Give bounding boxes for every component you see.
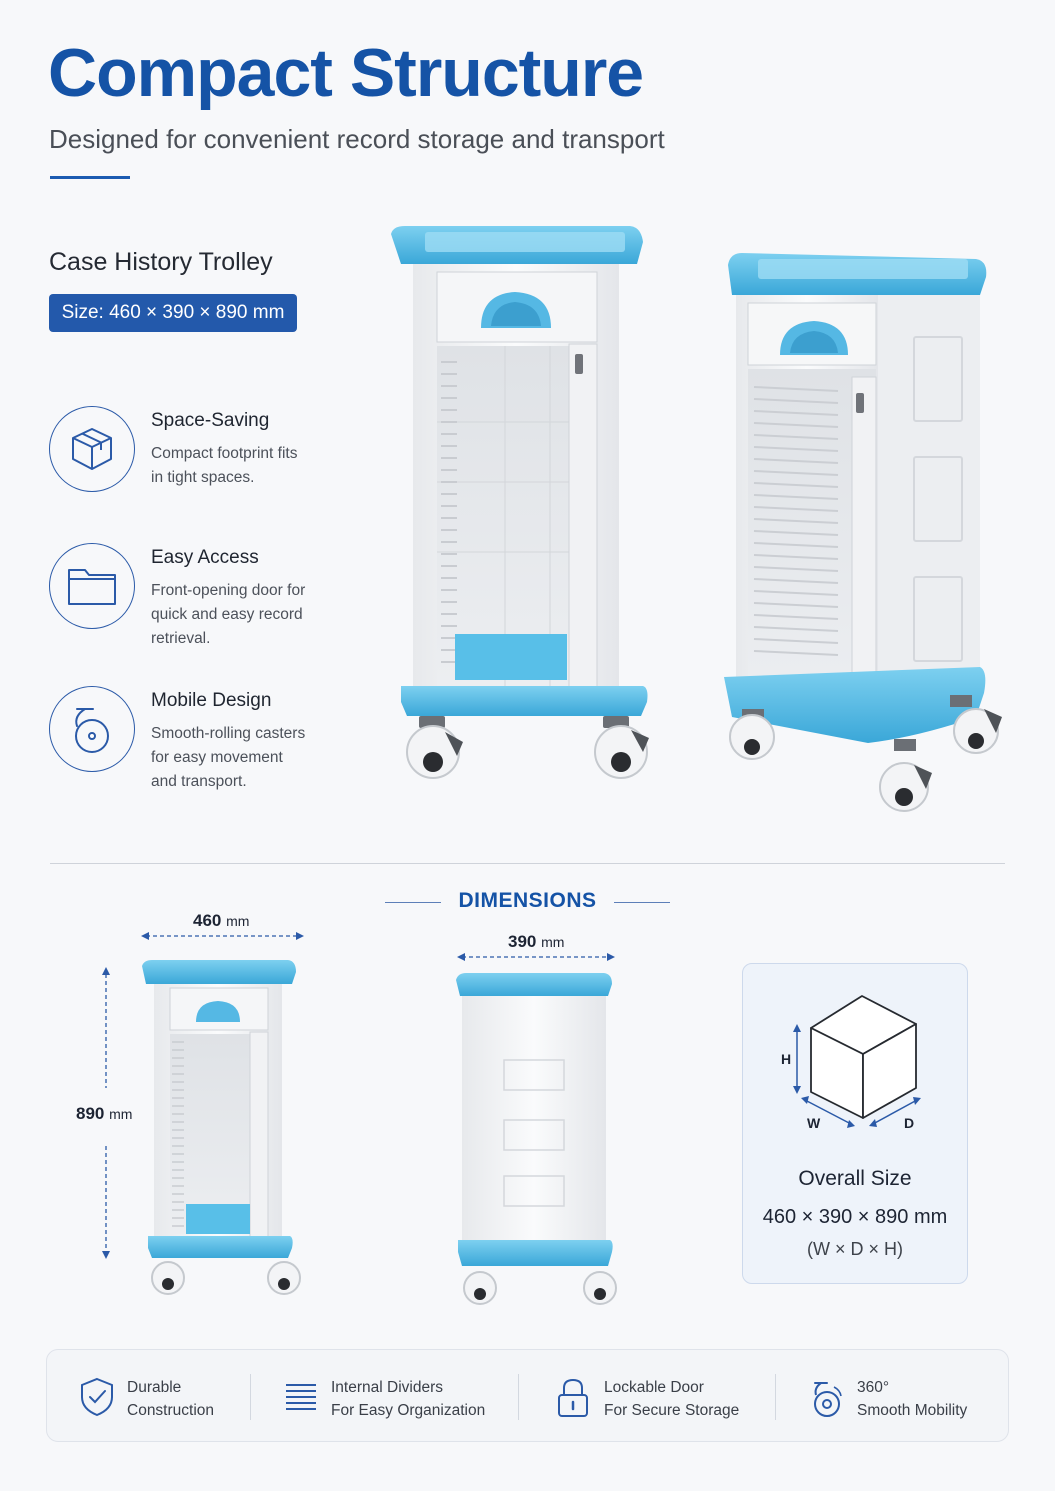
height-label: 890 mm	[76, 1104, 132, 1124]
bottom-separator	[775, 1374, 776, 1420]
trolley-side-image	[724, 253, 1002, 812]
page-title: Compact Structure	[48, 35, 644, 111]
cube-w-label: W	[807, 1115, 821, 1131]
width-label: 460 mm	[193, 911, 249, 931]
bottom-feature-bar: Durable Construction Internal Dividers F…	[46, 1349, 1009, 1442]
title-underline	[50, 176, 130, 179]
overall-size-note: (W × D × H)	[806, 1239, 903, 1259]
trolley-side-small-image	[456, 973, 617, 1305]
bottom-feature-durable: Durable Construction	[79, 1350, 259, 1443]
page-subtitle: Designed for convenient record storage a…	[49, 124, 665, 154]
bottom-feature-line2: Construction	[127, 1402, 215, 1419]
depth-arrow	[457, 953, 615, 961]
rotate-caster-icon	[814, 1382, 842, 1417]
depth-unit: mm	[541, 934, 565, 950]
bottom-feature-line1: 360°	[857, 1379, 890, 1396]
depth-value: 390	[508, 932, 537, 951]
height-value: 890	[76, 1104, 105, 1123]
overall-size-title: Overall Size	[798, 1167, 912, 1190]
height-unit: mm	[109, 1106, 133, 1122]
width-value: 460	[193, 911, 222, 930]
bottom-feature-mobility: 360° Smooth Mobility	[809, 1350, 989, 1443]
feature-desc: Compact footprint fits in tight spaces.	[151, 445, 298, 486]
bottom-feature-lockable: Lockable Door For Secure Storage	[555, 1350, 775, 1443]
width-unit: mm	[226, 913, 250, 929]
bottom-feature-dividers: Internal Dividers For Easy Organization	[283, 1350, 523, 1443]
dimensions-title: DIMENSIONS	[458, 889, 597, 912]
cube-h-label: H	[781, 1051, 791, 1067]
overall-size-card: H W D Overall Size 460 × 390 × 890 mm (W…	[742, 963, 968, 1284]
feature-desc: Smooth-rolling casters for easy movement…	[151, 725, 306, 790]
box-icon	[49, 406, 135, 492]
dividers-icon	[286, 1384, 316, 1410]
bottom-feature-line1: Internal Dividers	[331, 1379, 443, 1396]
overall-size-value: 460 × 390 × 890 mm	[762, 1206, 948, 1228]
cube-icon: H W D	[781, 995, 921, 1131]
bottom-feature-line2: Smooth Mobility	[857, 1402, 968, 1419]
height-arrow	[102, 967, 110, 1259]
feature-title: Easy Access	[151, 547, 259, 568]
feature-easy-access: Easy Access Front-opening door for quick…	[49, 543, 319, 653]
bottom-feature-line1: Lockable Door	[604, 1379, 704, 1396]
caster-icon	[49, 686, 135, 772]
shield-check-icon	[81, 1377, 113, 1417]
section-divider	[50, 863, 1005, 864]
padlock-icon	[558, 1378, 588, 1417]
folder-icon	[49, 543, 135, 629]
bottom-feature-line2: For Easy Organization	[331, 1402, 486, 1419]
dims-line-right	[614, 902, 670, 903]
size-badge: Size: 460 × 390 × 890 mm	[49, 294, 297, 332]
bottom-feature-line1: Durable	[127, 1379, 182, 1396]
feature-title: Space-Saving	[151, 410, 270, 431]
bottom-separator	[250, 1374, 251, 1420]
bottom-feature-line2: For Secure Storage	[604, 1402, 740, 1419]
product-name: Case History Trolley	[49, 248, 273, 276]
feature-mobile-design: Mobile Design Smooth-rolling casters for…	[49, 686, 319, 816]
feature-desc: Front-opening door for quick and easy re…	[151, 582, 306, 647]
dims-line-left	[385, 902, 441, 903]
feature-title: Mobile Design	[151, 690, 272, 711]
width-arrow	[141, 932, 304, 940]
trolley-front-small-image	[142, 960, 301, 1295]
trolley-front-image	[391, 226, 649, 779]
feature-space-saving: Space-Saving Compact footprint fits in t…	[49, 406, 319, 496]
depth-label: 390 mm	[508, 932, 564, 952]
bottom-separator	[518, 1374, 519, 1420]
cube-d-label: D	[904, 1115, 914, 1131]
